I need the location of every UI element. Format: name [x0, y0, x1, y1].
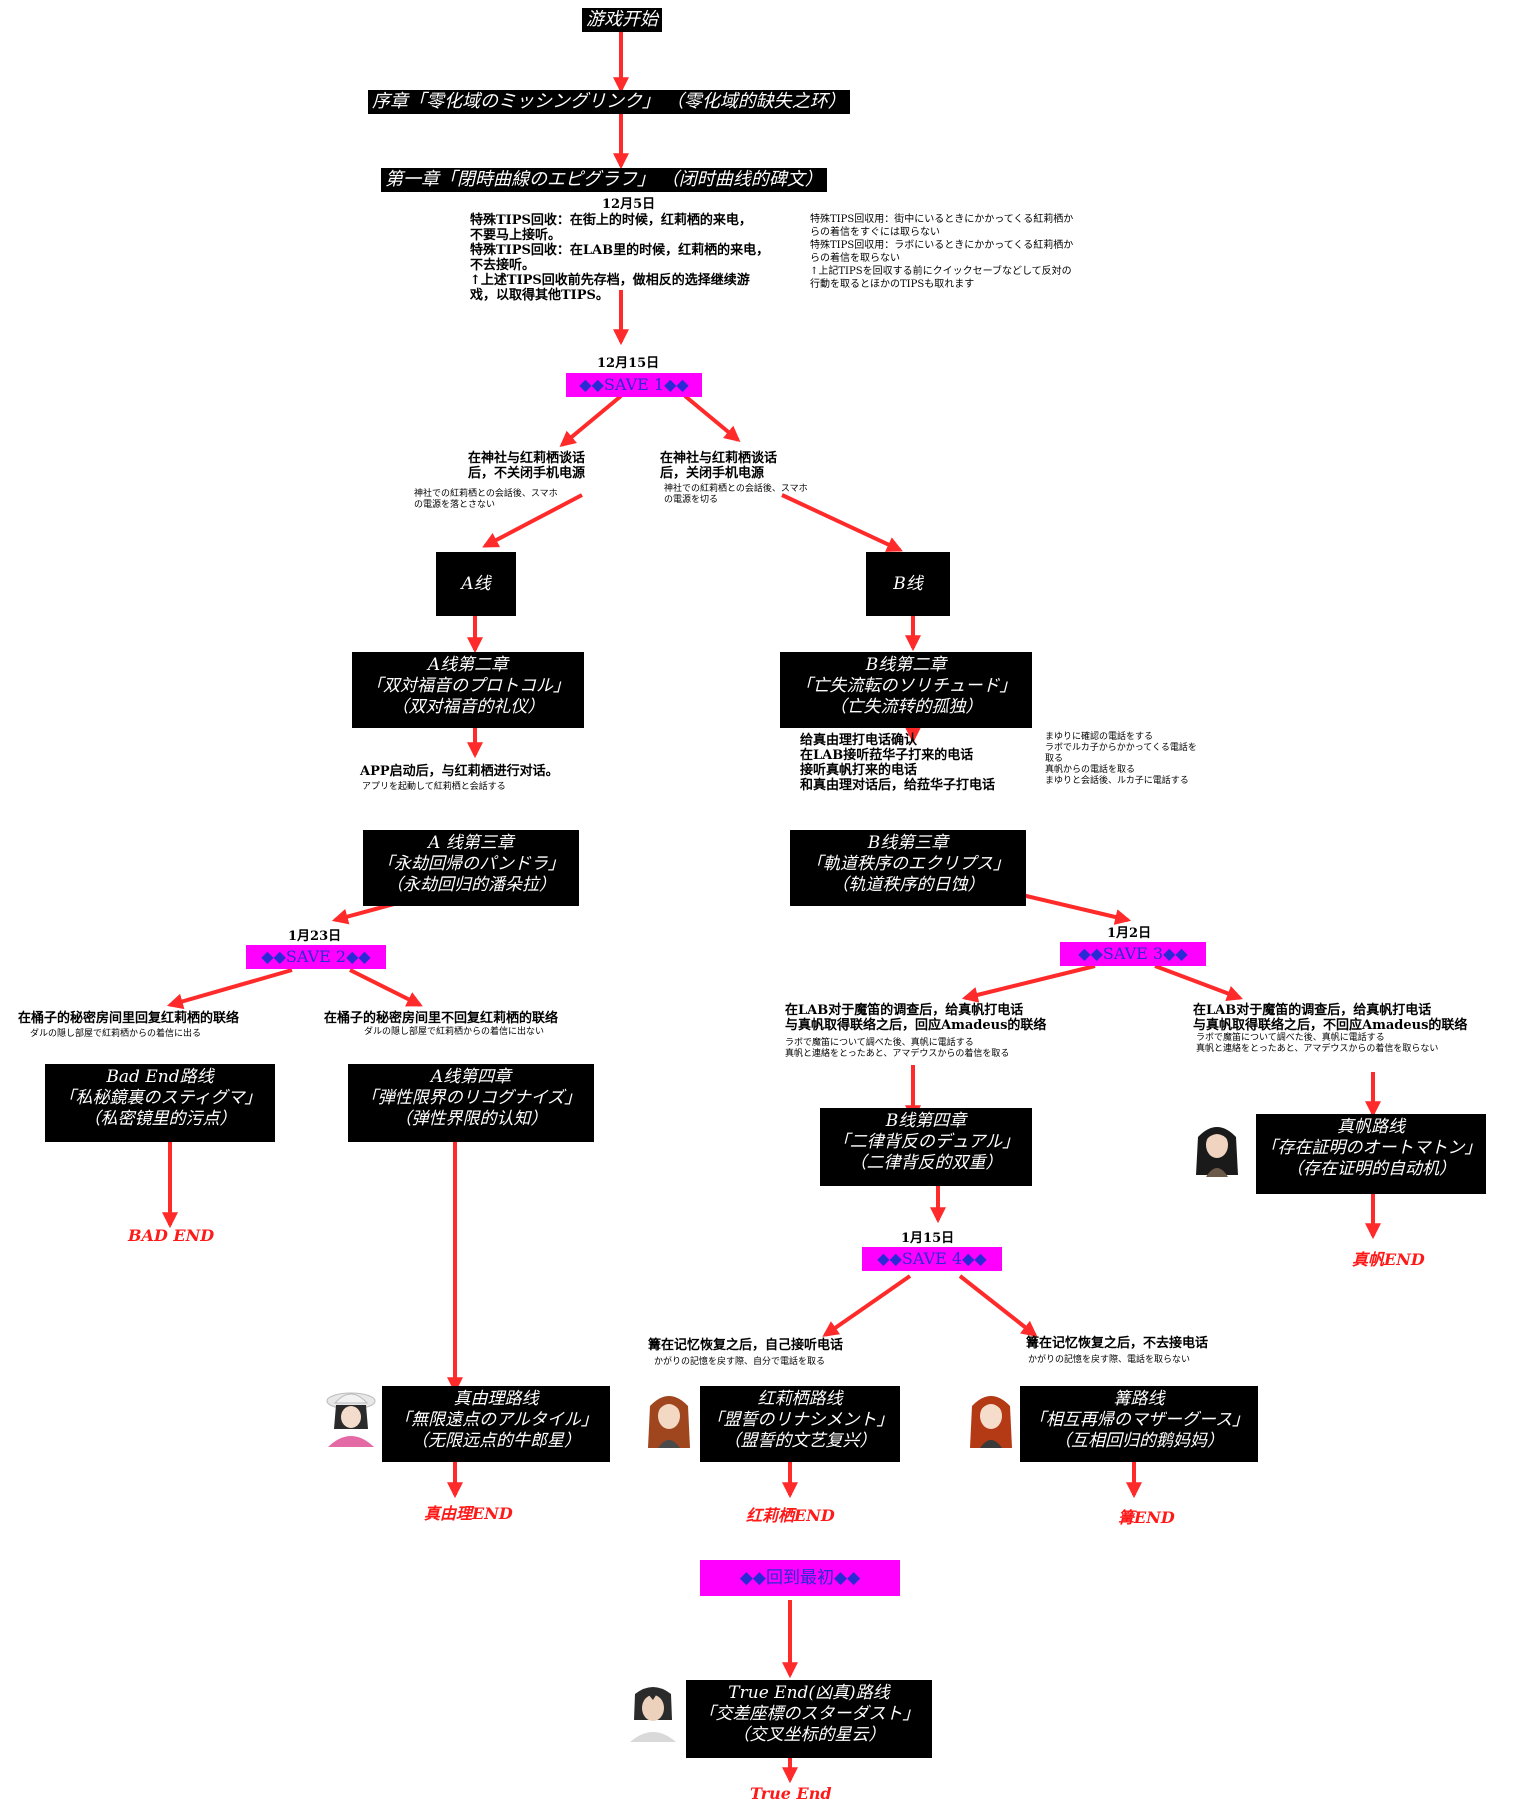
bad-end-route-box: Bad End路线「私秘鏡裏のスティグマ」（私密镜里的污点） [45, 1064, 275, 1142]
app-choice-jp: アプリを起動して紅莉栖と会話する [362, 782, 506, 792]
choice-a-jp: 神社での紅莉栖との会話後、スマホの電源を落とさない [414, 489, 558, 510]
kagari-end-label: 篝END [1118, 1508, 1175, 1527]
route-a-box: A线 [436, 552, 516, 616]
a-chapter4-box: A线第四章「弾性限界のリコグナイズ」（弹性界限的认知） [348, 1064, 594, 1142]
date-label: 1月2日 [1107, 926, 1152, 941]
back-to-start-box: ◆◆回到最初◆◆ [700, 1560, 900, 1596]
s3-left-jp: ラボで魔笛について調べた後、真帆に電話する真帆と連絡をとったあと、アマデウスから… [785, 1038, 1010, 1059]
date-label: 1月23日 [288, 929, 342, 944]
choice-a-cn: 在神社与红莉栖谈话后，不关闭手机电源 [468, 451, 586, 481]
kurisu-end-label: 红莉栖END [746, 1506, 835, 1525]
date-label: 1月15日 [901, 1231, 955, 1246]
arrow [1154, 964, 1243, 1001]
maho-route-box: 真帆路线「存在証明のオートマトン」（存在证明的自动机） [1256, 1114, 1486, 1194]
kagari-route-box: 篝路线「相互再帰のマザーグース」（互相回归的鹅妈妈） [1020, 1386, 1258, 1462]
arrow [166, 968, 293, 1010]
s3-left-cn: 在LAB对于魔笛的调查后，给真帆打电话与真帆取得联络之后，回应Amadeus的联… [785, 1003, 1047, 1033]
tips-jp: 特殊TIPS回収用：街中にいるときにかかってくる紅莉栖からの着信をすぐには取らな… [810, 214, 1074, 290]
s3-right-jp: ラボで魔笛について調べた後、真帆に電話する真帆と連絡をとったあと、アマデウスから… [1196, 1033, 1439, 1054]
arrow [822, 1274, 912, 1337]
true-end-route-box: True End(凶真)路线「交差座標のスターダスト」（交叉坐标的星云） [686, 1680, 932, 1758]
date-label: 12月15日 [597, 356, 660, 371]
arrow [958, 1274, 1038, 1337]
a-chapter2-box: A线第二章「双対福音のプロトコル」（双对福音的礼仪） [352, 652, 584, 728]
chapter1-box: 第一章「閉時曲線のエピグラフ」 （闭时曲线的碑文） [381, 168, 827, 192]
b2-choices-jp: まゆりに確認の電話をするラボでルカ子からかかってくる電話を 取る真帆からの電話を… [1045, 732, 1197, 786]
b-chapter3-box: B线第三章「軌道秩序のエクリプス」（轨道秩序的日蚀） [790, 830, 1026, 906]
save-1-box: ◆◆SAVE 1◆◆ [566, 373, 702, 397]
kurisu-route-box: 红莉栖路线「盟誓のリナシメント」（盟誓的文艺复兴） [700, 1386, 900, 1462]
s2-right-jp: ダルの隠し部屋で紅莉栖からの着信に出ない [364, 1027, 545, 1037]
s4-left-cn: 篝在记忆恢复之后，自己接听电话 [648, 1338, 844, 1353]
maho-portrait [1186, 1115, 1248, 1177]
s2-left-cn: 在桶子的秘密房间里回复红莉栖的联络 [18, 1011, 240, 1026]
s4-left-jp: かがりの記憶を戻す際、自分で電話を取る [654, 1357, 826, 1367]
a-chapter3-box: A 线第三章「永劫回帰のパンドラ」（永劫回归的潘朵拉） [363, 830, 579, 906]
prologue-box: 序章「零化域のミッシングリンク」 （零化域的缺失之环） [368, 90, 850, 114]
b2-choices-cn: 给真由理打电话确认在LAB接听菈华子打来的电话 接听真帆打来的电话和真由理对话后… [800, 733, 996, 793]
b-chapter4-box: B线第四章「二律背反のデュアル」（二律背反的双重） [820, 1108, 1032, 1186]
arrow [482, 493, 583, 548]
kurisu-portrait [638, 1386, 700, 1448]
s3-right-cn: 在LAB对于魔笛的调查后，给真帆打电话与真帆取得联络之后，不回应Amadeus的… [1193, 1003, 1468, 1033]
tips-cn: 特殊TIPS回收：在街上的时候，红莉栖的来电，不要马上接听。 特殊TIPS回收：… [470, 213, 770, 303]
mayuri-end-label: 真由理END [424, 1504, 513, 1523]
true-end-label: True End [750, 1784, 832, 1803]
okabe-portrait [622, 1680, 684, 1742]
mayuri-route-box: 真由理路线「無限遠点のアルタイル」（无限远点的牛郎星） [382, 1386, 610, 1462]
arrow [961, 964, 1096, 1003]
s4-right-cn: 篝在记忆恢复之后，不去接电话 [1026, 1336, 1209, 1351]
mayuri-portrait [320, 1385, 382, 1447]
s2-right-cn: 在桶子的秘密房间里不回复红莉栖的联络 [324, 1011, 559, 1026]
game-start-box: 游戏开始 [582, 8, 662, 32]
save-4-box: ◆◆SAVE 4◆◆ [862, 1247, 1002, 1271]
s2-left-jp: ダルの隠し部屋で紅莉栖からの着信に出る [30, 1029, 202, 1039]
kagari-portrait [960, 1386, 1022, 1448]
save-3-box: ◆◆SAVE 3◆◆ [1060, 942, 1206, 966]
arrow [559, 394, 623, 448]
choice-b-cn: 在神社与红莉栖谈话后，关闭手机电源 [660, 451, 778, 481]
b-chapter2-box: B线第二章「亡失流転のソリチュード」（亡失流转的孤独） [780, 652, 1032, 728]
date-label: 12月5日 [602, 197, 656, 212]
bad-end-label: BAD END [128, 1226, 215, 1245]
s4-right-jp: かがりの記憶を戻す際、電話を取らない [1028, 1355, 1191, 1365]
choice-b-jp: 神社での紅莉栖との会話後、スマホの電源を切る [664, 484, 808, 505]
arrow [781, 493, 903, 552]
arrow [683, 394, 741, 443]
arrow [349, 968, 423, 1007]
save-2-box: ◆◆SAVE 2◆◆ [246, 945, 386, 969]
maho-end-label: 真帆END [1352, 1250, 1425, 1269]
app-choice-cn: APP启动后，与红莉栖进行对话。 [360, 764, 559, 779]
route-b-box: B线 [866, 552, 950, 616]
